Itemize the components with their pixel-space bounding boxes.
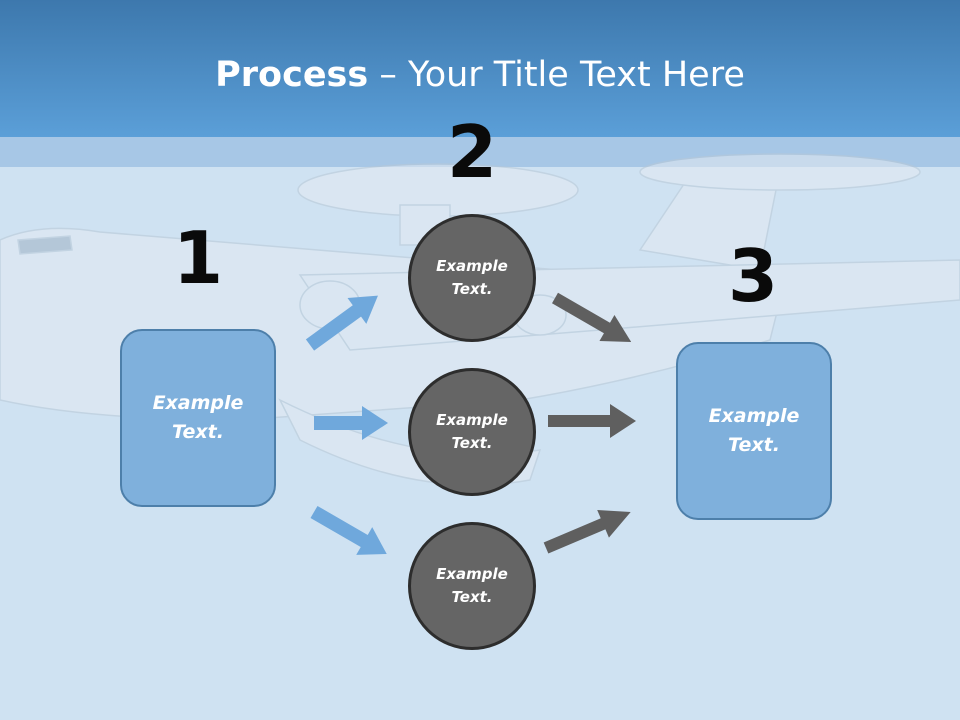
- aircraft-cockpit: [17, 235, 73, 255]
- title-rest: – Your Title Text Here: [368, 55, 745, 95]
- circle-top-label: Example Text.: [436, 257, 508, 298]
- step-number-3: 3: [727, 234, 779, 318]
- arrow-right-grey: [548, 404, 636, 438]
- circle-top: Example Text.: [408, 214, 536, 342]
- step-number-1: 1: [172, 216, 224, 300]
- start-box: Example Text.: [120, 329, 276, 507]
- circle-middle: Example Text.: [408, 368, 536, 496]
- end-box-label: Example Text.: [708, 405, 800, 456]
- title-bold: Process: [215, 55, 369, 95]
- circle-bottom: Example Text.: [408, 522, 536, 650]
- arrows: [305, 292, 636, 555]
- arrow-up-right-blue: [305, 295, 378, 351]
- arrow-down-right-grey: [552, 292, 632, 342]
- header-band: [0, 0, 960, 137]
- page-title: Process – Your Title Text Here: [0, 52, 960, 98]
- arrow-down-right-blue: [310, 505, 387, 555]
- aircraft-tailplane: [639, 153, 921, 191]
- circle-middle-label: Example Text.: [436, 411, 508, 452]
- start-box-label: Example Text.: [152, 392, 244, 443]
- arrow-up-right-grey: [543, 509, 631, 554]
- end-box: Example Text.: [676, 342, 832, 520]
- arrow-right-blue: [314, 406, 388, 440]
- circle-bottom-label: Example Text.: [436, 565, 508, 606]
- step-number-2: 2: [446, 110, 498, 194]
